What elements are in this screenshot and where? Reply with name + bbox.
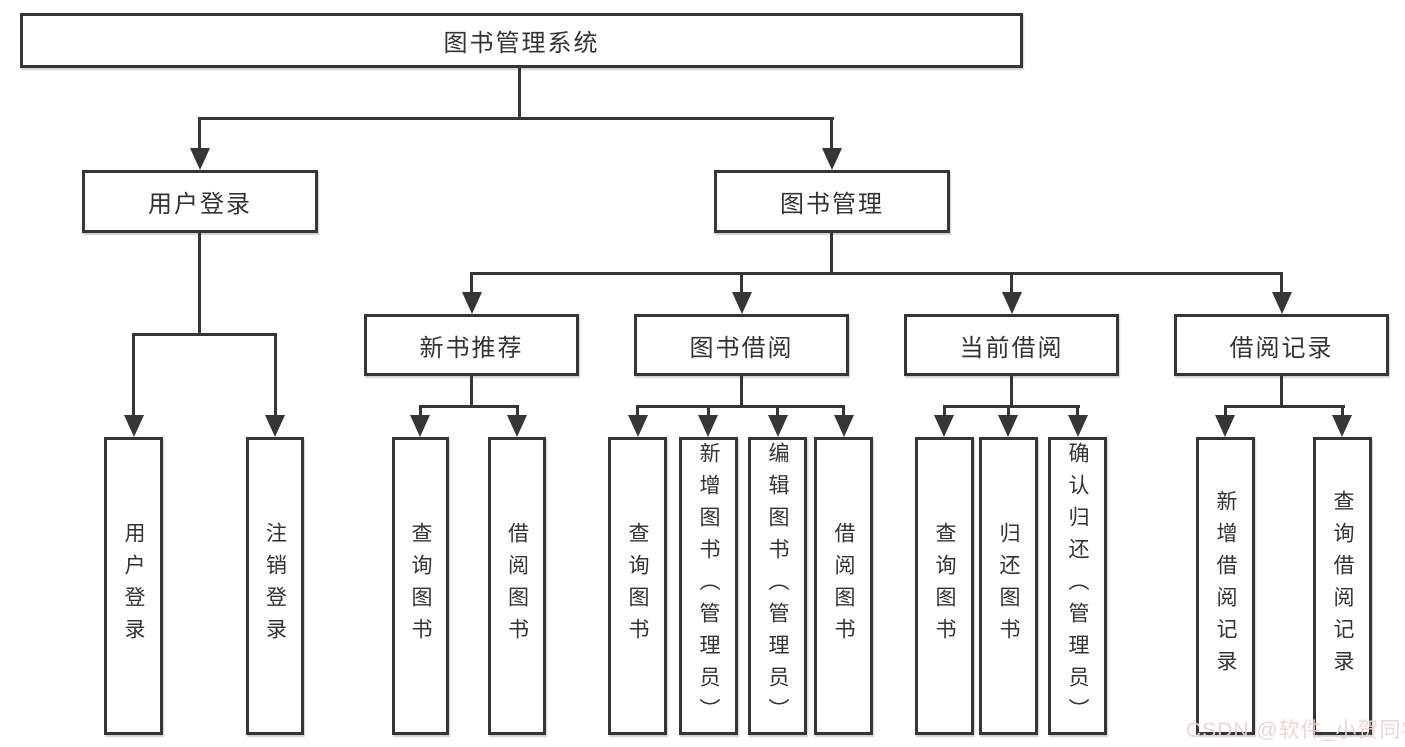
connector-recommend-stub xyxy=(470,376,473,407)
node-root-label: 图书管理系统 xyxy=(443,30,600,57)
arrow-down-icon xyxy=(1332,415,1352,437)
leaf-return-book: 归还图书 xyxy=(979,437,1038,735)
arrow-down-icon xyxy=(410,415,430,437)
connector-records-split xyxy=(1224,405,1345,408)
leaf-borrow-books-borrow: 借阅图书 xyxy=(814,437,873,735)
connector-stem xyxy=(740,272,743,294)
leaf-edit-book-admin-label: 编辑图书（管理员） xyxy=(766,442,789,730)
leaf-logout-label: 注销登录 xyxy=(263,522,287,650)
connector-stem xyxy=(1341,405,1344,417)
connector-stem xyxy=(132,333,135,415)
connector-stem xyxy=(198,117,201,150)
leaf-query-borrow-record-label: 查询借阅记录 xyxy=(1331,490,1354,682)
leaf-query-books-current: 查询图书 xyxy=(915,437,974,735)
arrow-down-icon xyxy=(998,415,1018,437)
connector-root-split xyxy=(198,117,834,120)
arrow-down-icon xyxy=(732,292,752,314)
node-user-login: 用户登录 xyxy=(82,170,318,233)
connector-stem xyxy=(1007,405,1010,417)
arrow-down-icon xyxy=(628,415,648,437)
connector-stem xyxy=(830,117,833,150)
arrow-down-icon xyxy=(698,415,718,437)
connector-stem xyxy=(707,405,710,417)
connector-stem xyxy=(636,405,639,417)
leaf-add-book-admin-label: 新增图书（管理员） xyxy=(697,442,720,730)
arrow-down-icon xyxy=(190,148,210,170)
arrow-down-icon xyxy=(768,415,788,437)
leaf-logout: 注销登录 xyxy=(246,437,304,735)
connector-stem xyxy=(1224,405,1227,417)
leaf-confirm-return-admin-label: 确认归还（管理员） xyxy=(1066,442,1089,730)
arrow-down-icon xyxy=(1068,415,1088,437)
connector-root-stub xyxy=(518,68,521,118)
connector-stem xyxy=(943,405,946,417)
arrow-down-icon xyxy=(124,415,144,437)
connector-current-stub xyxy=(1010,376,1013,407)
connector-recommend-split xyxy=(419,405,519,408)
arrow-down-icon xyxy=(507,415,527,437)
leaf-user-login-label: 用户登录 xyxy=(122,522,145,650)
connector-borrow-split xyxy=(636,405,845,408)
leaf-query-books-recommend: 查询图书 xyxy=(392,437,449,735)
node-new-book-recommend-label: 新书推荐 xyxy=(419,334,524,362)
leaf-borrow-books-recommend-label: 借阅图书 xyxy=(505,522,529,650)
leaf-user-login: 用户登录 xyxy=(104,437,163,735)
arrow-down-icon xyxy=(834,415,854,437)
arrow-down-icon xyxy=(265,415,285,437)
leaf-add-borrow-record: 新增借阅记录 xyxy=(1196,437,1255,735)
leaf-query-borrow-record: 查询借阅记录 xyxy=(1313,437,1372,735)
connector-stem xyxy=(1076,405,1079,417)
csdn-watermark: CSDN @软件_小贺同学 xyxy=(1186,719,1405,742)
node-user-login-label: 用户登录 xyxy=(148,191,252,218)
connector-stem xyxy=(274,333,277,415)
connector-user-login-split xyxy=(132,333,277,336)
node-root: 图书管理系统 xyxy=(20,13,1023,68)
leaf-add-borrow-record-label: 新增借阅记录 xyxy=(1214,490,1237,682)
arrow-down-icon xyxy=(462,292,482,314)
connector-stem xyxy=(470,272,473,294)
node-borrow-records-label: 借阅记录 xyxy=(1229,334,1334,362)
arrow-down-icon xyxy=(822,148,842,170)
arrow-down-icon xyxy=(1002,292,1022,314)
connector-records-stub xyxy=(1280,376,1283,407)
leaf-query-books-recommend-label: 查询图书 xyxy=(409,522,432,650)
leaf-confirm-return-admin: 确认归还（管理员） xyxy=(1048,437,1107,735)
node-borrow-records: 借阅记录 xyxy=(1174,314,1389,376)
leaf-add-book-admin: 新增图书（管理员） xyxy=(679,437,738,735)
leaf-query-books-current-label: 查询图书 xyxy=(933,522,956,650)
connector-book-mgmt-stub xyxy=(830,233,833,273)
node-book-management-label: 图书管理 xyxy=(780,191,884,218)
leaf-edit-book-admin: 编辑图书（管理员） xyxy=(748,437,807,735)
arrow-down-icon xyxy=(934,415,954,437)
arrow-down-icon xyxy=(1215,415,1235,437)
connector-stem xyxy=(842,405,845,417)
leaf-borrow-books-recommend: 借阅图书 xyxy=(488,437,546,735)
arrow-down-icon xyxy=(1272,292,1292,314)
node-current-borrow: 当前借阅 xyxy=(904,314,1119,376)
connector-stem xyxy=(1280,272,1283,294)
leaf-query-books-borrow: 查询图书 xyxy=(608,437,667,735)
node-current-borrow-label: 当前借阅 xyxy=(959,334,1064,362)
node-book-borrow: 图书借阅 xyxy=(634,314,849,376)
node-book-management: 图书管理 xyxy=(714,170,950,233)
leaf-return-book-label: 归还图书 xyxy=(997,522,1020,650)
node-book-borrow-label: 图书借阅 xyxy=(689,334,794,362)
connector-stem xyxy=(419,405,422,417)
connector-stem xyxy=(516,405,519,417)
connector-stem xyxy=(1010,272,1013,294)
connector-current-split xyxy=(943,405,1080,408)
connector-level3-split xyxy=(470,272,1283,275)
leaf-borrow-books-borrow-label: 借阅图书 xyxy=(832,522,855,650)
node-new-book-recommend: 新书推荐 xyxy=(364,314,579,376)
leaf-query-books-borrow-label: 查询图书 xyxy=(626,522,649,650)
connector-borrow-stub xyxy=(740,376,743,407)
connector-stem xyxy=(776,405,779,417)
connector-user-login-stub xyxy=(198,233,201,335)
